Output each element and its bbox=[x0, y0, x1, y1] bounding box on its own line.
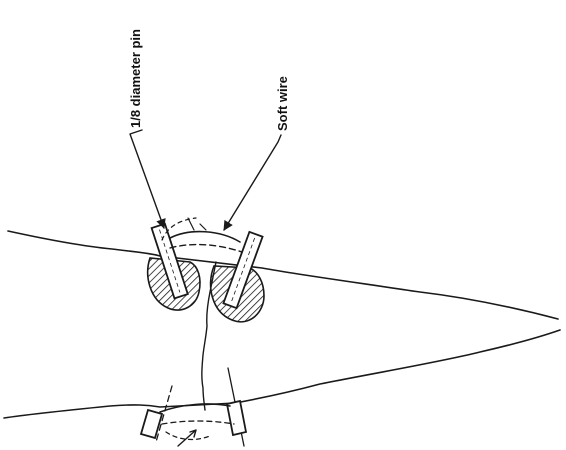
pin-leader-line bbox=[130, 130, 164, 228]
soft-wire-upper bbox=[170, 232, 240, 242]
pin-label: 1/8 diameter pin bbox=[128, 29, 143, 128]
soft-wire-upper-dashed bbox=[170, 245, 242, 252]
part-upper-edge bbox=[8, 231, 558, 319]
lower-right-pin bbox=[227, 368, 246, 446]
soft-wire-lower bbox=[160, 404, 230, 412]
wire-label: Soft wire bbox=[275, 76, 290, 131]
wire-leader-line bbox=[224, 135, 281, 230]
wire-arc-lower bbox=[166, 432, 210, 439]
tick-arrow-upper bbox=[188, 218, 206, 230]
soft-wire-lower-dashed bbox=[162, 421, 234, 424]
part-lower-edge bbox=[4, 330, 560, 418]
